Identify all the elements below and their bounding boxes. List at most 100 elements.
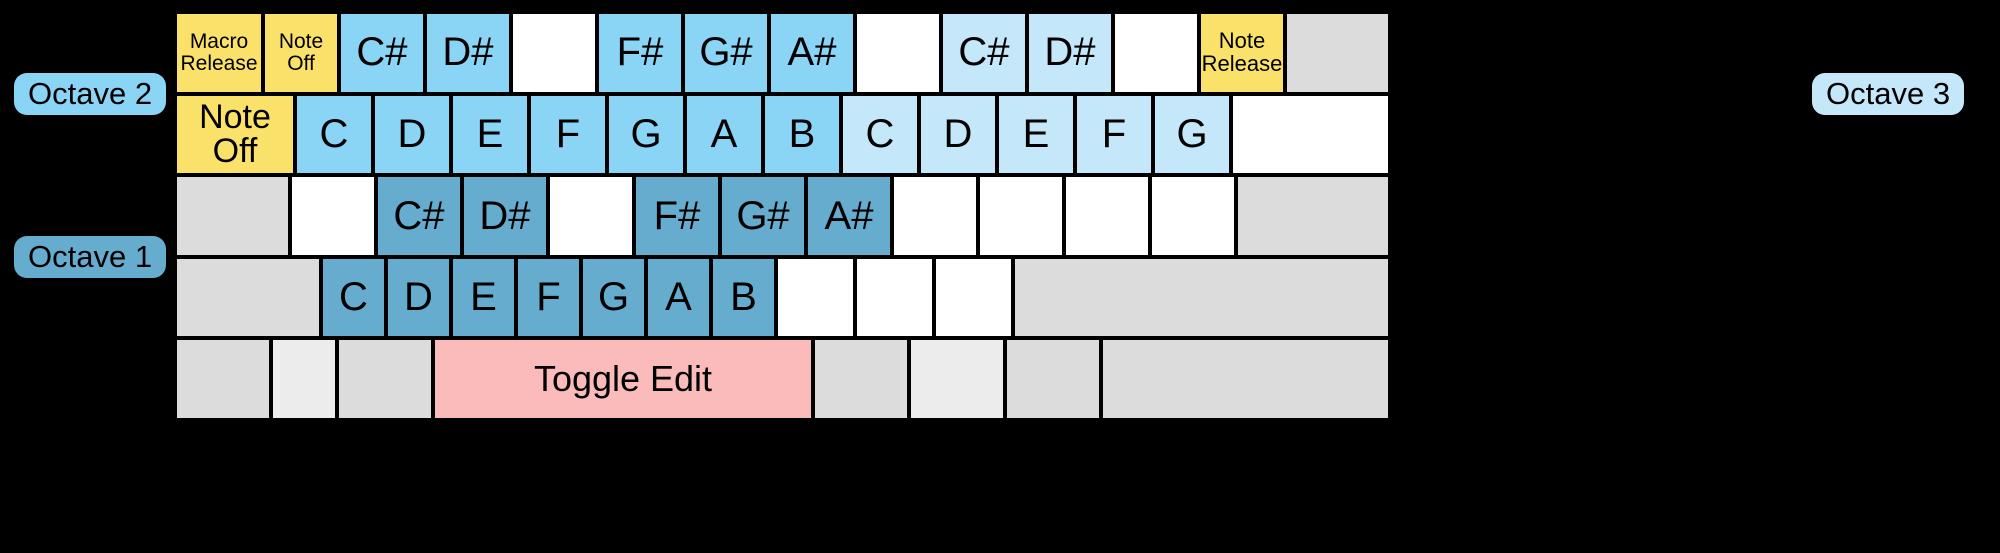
key-g[interactable]: G	[607, 93, 685, 176]
key-fsharp[interactable]: F#	[597, 12, 683, 94]
key-g[interactable]: G	[581, 256, 646, 339]
key-e[interactable]: E	[451, 93, 529, 176]
key-dsharp[interactable]: D#	[462, 175, 548, 257]
key-blank	[1113, 12, 1199, 94]
key-c[interactable]: C	[295, 93, 373, 176]
key-b[interactable]: B	[711, 256, 776, 339]
key-label: C#	[356, 30, 408, 75]
key-label: C	[865, 111, 895, 156]
key-e[interactable]: E	[451, 256, 516, 339]
key-label: A#	[824, 193, 874, 238]
key-label-line: Off	[287, 51, 315, 75]
key-label: G#	[736, 193, 790, 238]
key-f[interactable]: F	[516, 256, 581, 339]
key-toggle-edit[interactable]: Toggle Edit	[433, 338, 813, 420]
key-blank	[1285, 12, 1390, 94]
key-f[interactable]: F	[529, 93, 607, 176]
key-f[interactable]: F	[1075, 93, 1153, 176]
key-blank	[909, 338, 1005, 420]
key-blank	[1013, 256, 1390, 339]
key-blank	[934, 256, 1013, 339]
row-octave1-black-keys: C# D# F# G# A#	[175, 175, 1390, 257]
key-label: D#	[1044, 30, 1096, 75]
key-label: C	[339, 275, 368, 320]
key-blank	[548, 175, 634, 257]
key-blank	[1236, 175, 1390, 257]
key-a[interactable]: A	[685, 93, 763, 176]
key-label: B	[730, 275, 757, 320]
key-g[interactable]: G	[1153, 93, 1231, 176]
key-label-line: Release	[1201, 50, 1283, 76]
key-d[interactable]: D	[373, 93, 451, 176]
key-blank	[271, 338, 337, 420]
key-label: F	[555, 111, 581, 156]
key-a[interactable]: A	[646, 256, 711, 339]
key-label: B	[788, 111, 816, 156]
key-d[interactable]: D	[919, 93, 997, 176]
octave-2-label: Octave 2	[14, 73, 167, 115]
key-gsharp[interactable]: G#	[683, 12, 769, 94]
key-blank	[978, 175, 1064, 257]
key-label: C#	[958, 30, 1010, 75]
key-label: E	[470, 275, 497, 320]
key-label: C#	[393, 193, 445, 238]
octave-1-label: Octave 1	[14, 236, 167, 278]
key-blank	[855, 12, 941, 94]
key-e[interactable]: E	[997, 93, 1075, 176]
key-blank	[175, 338, 271, 420]
key-label: F	[1101, 111, 1127, 156]
key-asharp[interactable]: A#	[769, 12, 855, 94]
key-label: A#	[787, 30, 837, 75]
key-label-line: Off	[212, 132, 258, 171]
key-blank	[337, 338, 433, 420]
key-label: D#	[442, 30, 494, 75]
key-asharp[interactable]: A#	[806, 175, 892, 257]
key-csharp[interactable]: C#	[376, 175, 462, 257]
key-label: D	[397, 111, 427, 156]
key-blank	[1005, 338, 1101, 420]
row-modifier: Toggle Edit	[175, 338, 1390, 420]
key-dsharp[interactable]: D#	[1027, 12, 1113, 94]
key-b[interactable]: B	[763, 93, 841, 176]
key-gsharp[interactable]: G#	[720, 175, 806, 257]
key-blank	[511, 12, 597, 94]
key-c[interactable]: C	[321, 256, 386, 339]
key-label: D#	[479, 193, 531, 238]
key-blank	[892, 175, 978, 257]
key-blank	[813, 338, 909, 420]
key-label: D	[943, 111, 973, 156]
key-label-line: Note	[199, 97, 271, 136]
key-label: F#	[616, 30, 664, 75]
key-label: E	[476, 111, 504, 156]
key-blank	[1064, 175, 1150, 257]
key-blank	[1150, 175, 1236, 257]
key-csharp[interactable]: C#	[941, 12, 1027, 94]
key-label-line: Note	[1218, 28, 1266, 54]
key-d[interactable]: D	[386, 256, 451, 339]
key-label: E	[1022, 111, 1050, 156]
key-csharp[interactable]: C#	[339, 12, 425, 94]
key-blank	[1101, 338, 1390, 420]
key-label-line: Macro	[189, 30, 249, 54]
key-label: G	[1176, 111, 1208, 156]
key-dsharp[interactable]: D#	[425, 12, 511, 94]
key-blank	[290, 175, 376, 257]
key-blank	[175, 175, 290, 257]
octave-3-label: Octave 3	[1812, 73, 1965, 115]
key-label: F	[536, 275, 561, 320]
key-label: F#	[653, 193, 701, 238]
key-c[interactable]: C	[841, 93, 919, 176]
key-label: G	[630, 111, 662, 156]
key-label: D	[404, 275, 433, 320]
key-label: G	[597, 275, 630, 320]
key-fsharp[interactable]: F#	[634, 175, 720, 257]
